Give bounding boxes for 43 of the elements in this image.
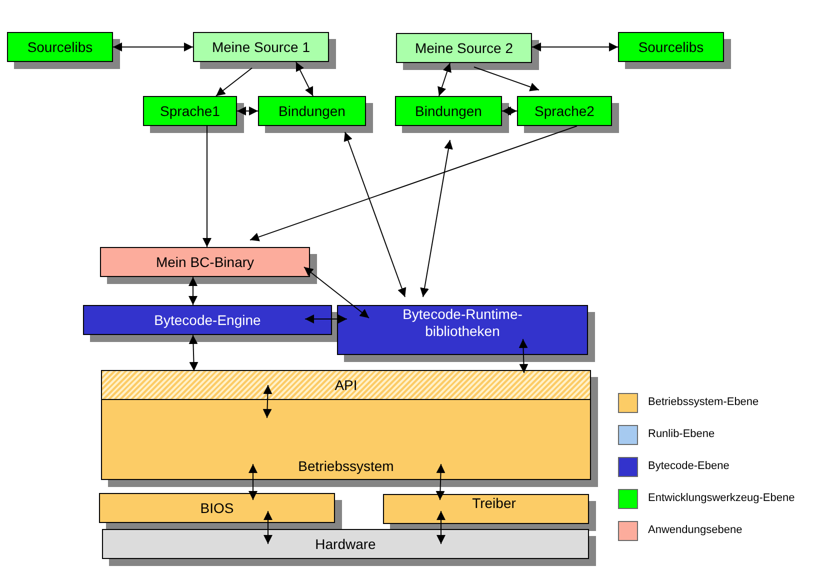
box-label: API [334,376,358,394]
box-label: Mein BC-Binary [156,254,254,270]
arrow [502,106,518,116]
box-label: Meine Source 1 [212,38,310,56]
arrow [236,106,258,116]
arrow [248,464,258,500]
box-label: Sourcelibs [27,38,93,56]
box-label: BIOS [200,500,234,516]
box-label: Bytecode-Runtime- bibliotheken [402,306,523,341]
arrow [436,464,446,500]
legend-label: Anwendungsebene [648,523,742,538]
box-label: Meine Source 2 [414,40,514,56]
arrow [264,510,272,544]
arrow [436,510,446,544]
legend-label: Entwicklungswerkzeug-Ebene [648,491,795,506]
legend-label: Bytecode-Ebene [648,459,730,474]
box-label: Sourcelibs [638,38,704,56]
box-label: Betriebssystem [298,458,394,475]
arrow [438,62,452,96]
box-label: Sprache2 [534,102,594,120]
box-label: Bindungen [415,102,482,120]
box-label: Hardware [315,536,376,552]
arrow [262,384,272,418]
arrow [188,276,198,306]
arrow [250,126,578,242]
arrow [296,62,314,96]
arrow [202,126,212,248]
box-label: Bindungen [278,102,346,120]
arrow [188,334,198,372]
arrow [304,266,370,318]
legend-label: Betriebssystem-Ebene [648,395,759,410]
arrow [518,338,528,374]
arrow [344,132,406,298]
box-label: Sprache1 [160,102,220,120]
arrow [216,68,252,96]
arrow [420,140,453,298]
box-label: Bytecode-Engine [154,312,261,328]
legend-label: Runlib-Ebene [648,427,715,442]
box-label: Treiber [472,495,516,513]
arrow [532,42,618,52]
arrow [112,42,194,52]
arrow [304,314,348,324]
layer-box [102,371,590,400]
